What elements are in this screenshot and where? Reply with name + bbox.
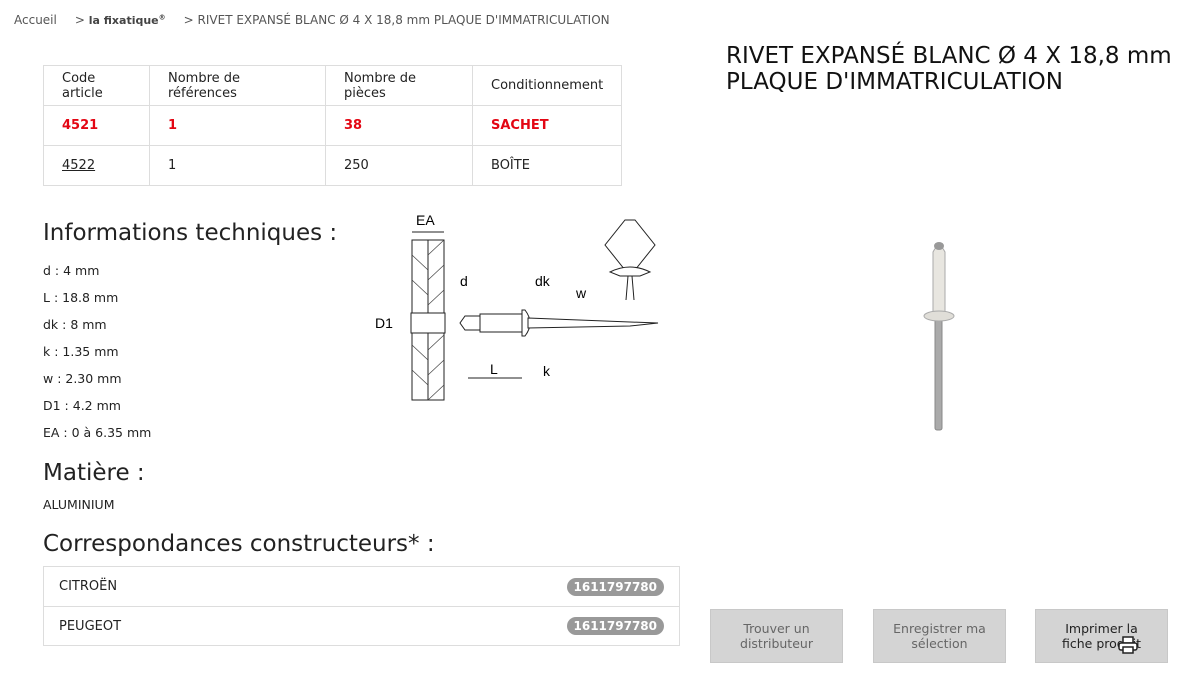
label-d: d [460, 273, 468, 289]
ref-badge: 1611797780 [566, 577, 664, 596]
product-image [923, 242, 955, 431]
cell: 1 [149, 145, 326, 186]
cell: SACHET [471, 105, 623, 146]
ref-badge: 1611797780 [566, 617, 664, 635]
printer-icon [1118, 636, 1138, 654]
cell: 4521 [43, 105, 150, 146]
list-item: CITROËN 1611797780 [44, 567, 679, 606]
tech-heading: Informations techniques : [43, 220, 338, 246]
spec-item: EA : 0 à 6.35 mm [43, 425, 152, 440]
title-line: PLAQUE D'IMMATRICULATION [726, 69, 1063, 95]
col-pack: Conditionnement [471, 65, 623, 106]
label-d1: D1 [375, 315, 393, 331]
spec-item: D1 : 4.2 mm [43, 398, 121, 413]
label-ea: EA [416, 212, 435, 228]
correspondences-heading: Correspondances constructeurs* : [43, 531, 435, 557]
cell: 38 [325, 105, 473, 146]
label-w: w [575, 285, 587, 301]
spec-list: d : 4 mm L : 18.8 mm dk : 8 mm k : 1.35 … [43, 257, 151, 446]
brand-text: la fixatique [88, 14, 159, 27]
technical-diagram: EA D1 d dk w L k [375, 212, 659, 401]
breadcrumb-current: RIVET EXPANSÉ BLANC Ø 4 X 18,8 mm PLAQUE… [197, 13, 610, 27]
label-k: k [543, 363, 551, 379]
separator: > [183, 13, 194, 27]
cell: 250 [325, 145, 473, 186]
brand-mark: ® [158, 13, 166, 22]
article-link[interactable]: 4522 [62, 158, 96, 173]
label-l: L [490, 361, 498, 377]
col-code: Code article [43, 65, 150, 106]
save-selection-button[interactable]: Enregistrer ma sélection [873, 609, 1006, 663]
spec-item: w : 2.30 mm [43, 371, 122, 386]
breadcrumb: Accueil > la fixatique® > RIVET EXPANSÉ … [14, 13, 610, 27]
list-item: PEUGEOT 1611797780 [44, 606, 679, 645]
col-refs: Nombre de références [149, 65, 326, 106]
find-distributor-button[interactable]: Trouver un distributeur [710, 609, 843, 663]
table-header: Code article Nombre de références Nombre… [43, 65, 623, 106]
product-title: RIVET EXPANSÉ BLANC Ø 4 X 18,8 mm PLAQUE… [726, 43, 1172, 95]
breadcrumb-brand[interactable]: la fixatique® [88, 13, 166, 27]
title-line: RIVET EXPANSÉ BLANC Ø 4 X 18,8 mm [726, 43, 1172, 69]
separator: > [74, 13, 85, 27]
label-dk: dk [535, 273, 551, 289]
spec-item: k : 1.35 mm [43, 344, 119, 359]
spec-item: d : 4 mm [43, 263, 100, 278]
col-pieces: Nombre de pièces [325, 65, 473, 106]
breadcrumb-home[interactable]: Accueil [14, 13, 57, 27]
spec-item: dk : 8 mm [43, 317, 107, 332]
cell: 1 [149, 105, 326, 146]
brand-name: PEUGEOT [59, 618, 122, 634]
material-heading: Matière : [43, 460, 145, 486]
correspondences-list: CITROËN 1611797780 PEUGEOT 1611797780 [43, 566, 680, 646]
brand-name: CITROËN [59, 579, 118, 594]
articles-table: Code article Nombre de références Nombre… [43, 65, 623, 186]
cell: BOÎTE [471, 145, 623, 186]
spec-item: L : 18.8 mm [43, 290, 119, 305]
print-sheet-button[interactable]: Imprimer la fiche produit [1035, 609, 1168, 663]
material-value: ALUMINIUM [43, 497, 115, 512]
